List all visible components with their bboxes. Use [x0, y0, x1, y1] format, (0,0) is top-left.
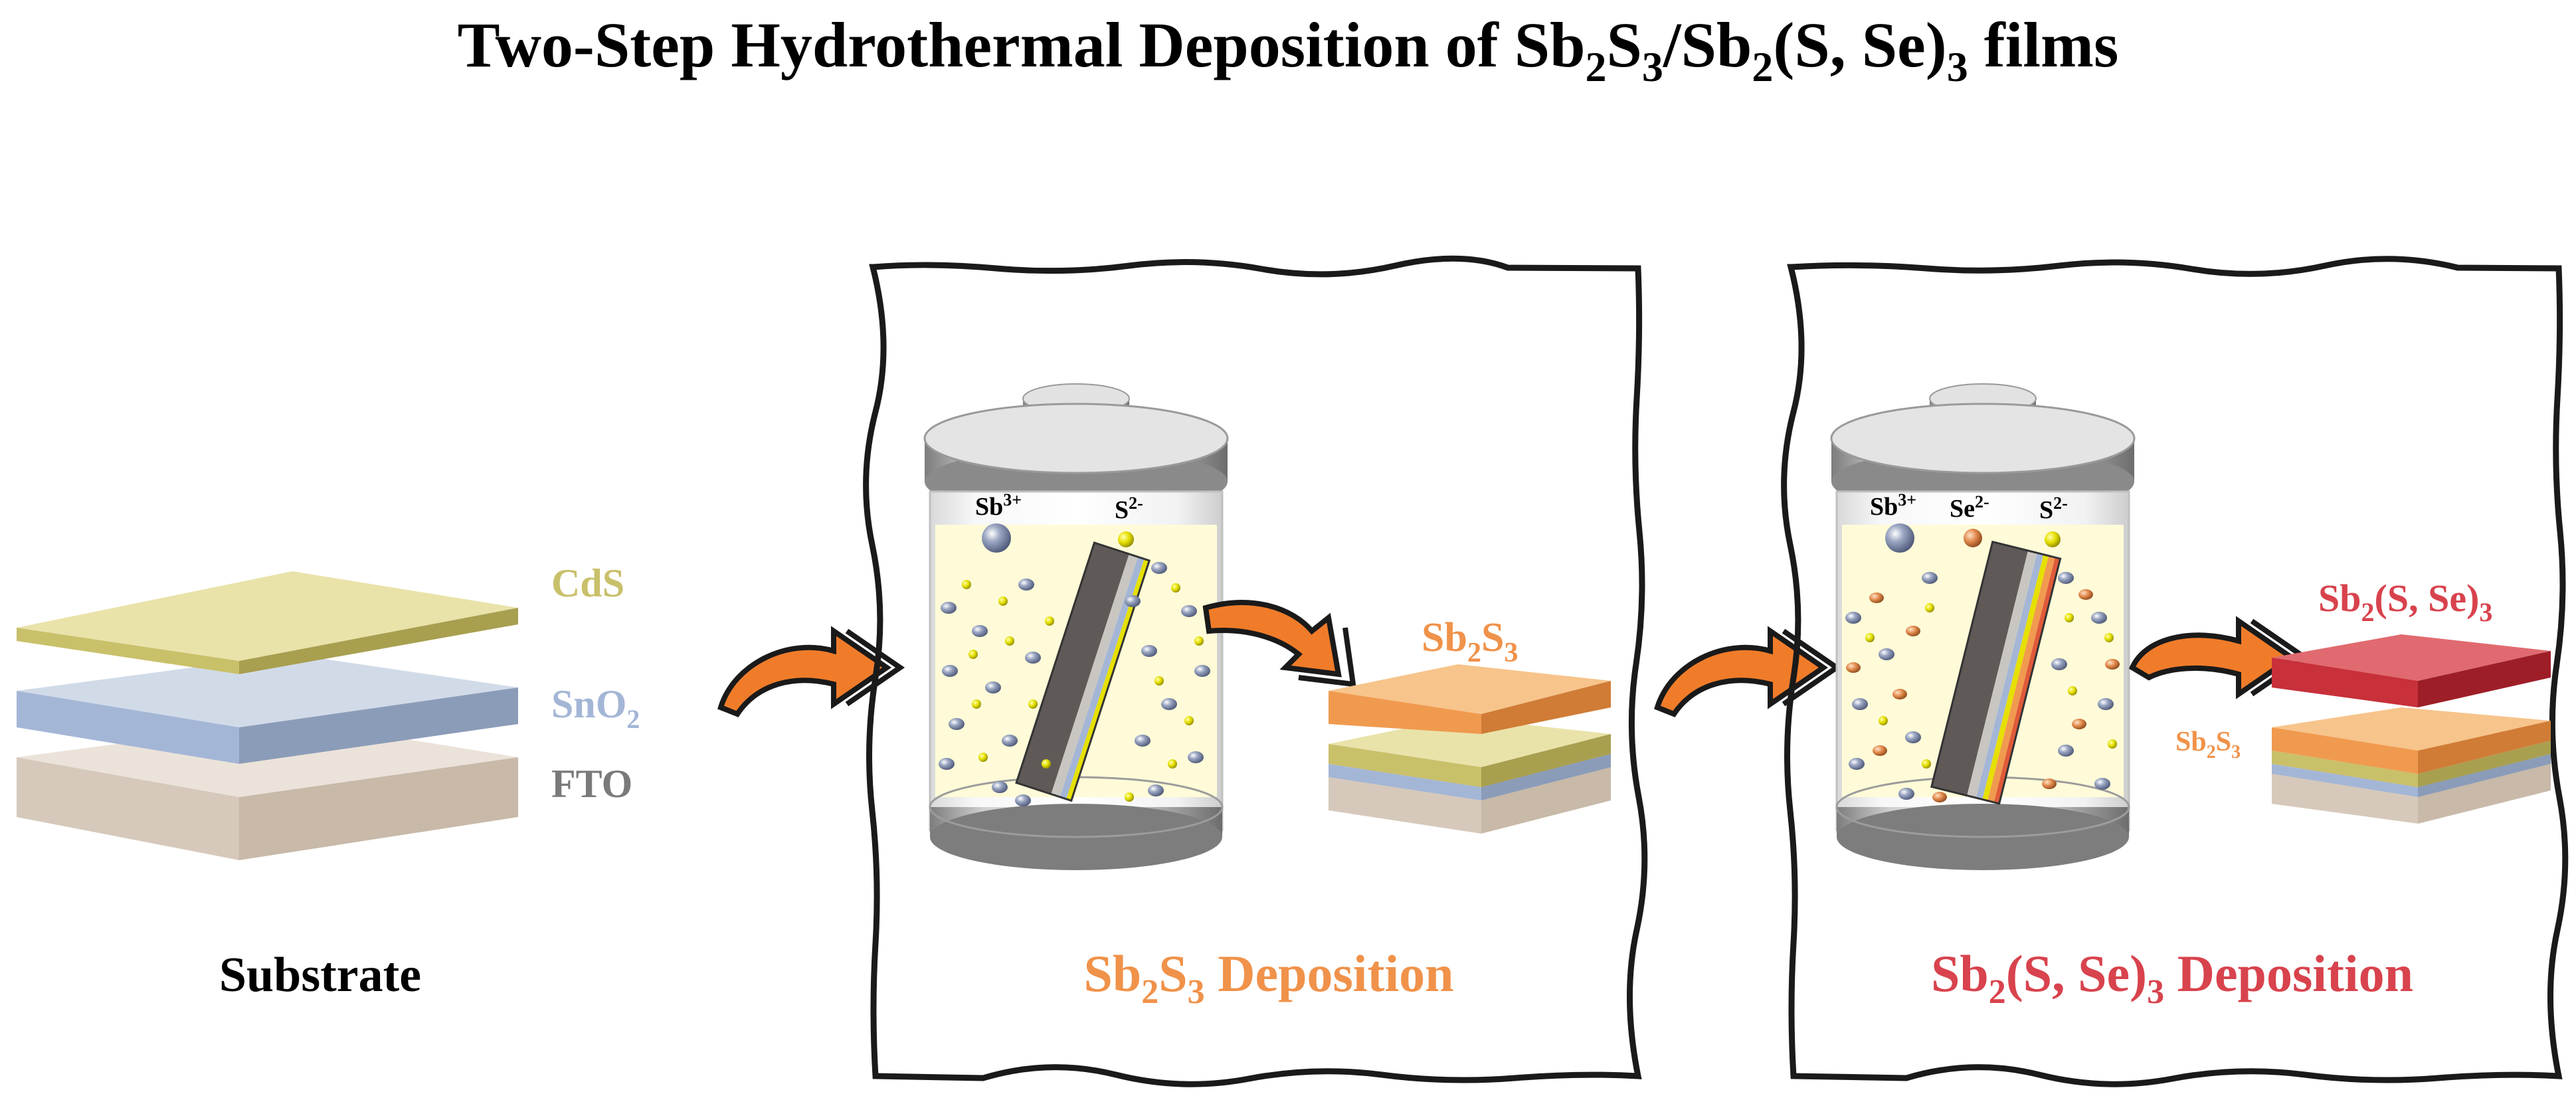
sb2s3-stack-step1 [1329, 664, 1611, 834]
step1-caption: Sb2S3 Deposition [1083, 945, 1453, 1011]
sb2s3-sublayer-label: Sb2S3 [2175, 727, 2241, 763]
substrate-caption: Substrate [219, 948, 421, 1002]
sbsse-layer [2272, 634, 2551, 707]
sb2s3-product-label: Sb2S3 [1422, 615, 1518, 668]
ion-label-sb-step2: Sb3+ [1870, 490, 1916, 521]
arrow-step1-product [1202, 600, 1356, 687]
figure-title: Two-Step Hydrothermal Deposition of Sb2S… [458, 9, 2119, 90]
arrow-to-step1 [717, 626, 905, 717]
autoclave-step2 [1830, 383, 2136, 870]
step2-frame [1781, 256, 2569, 1087]
arrow-step2-product [2128, 616, 2310, 699]
cds-label: CdS [551, 561, 624, 605]
fto-label: FTO [551, 762, 632, 806]
autoclave-step1 [923, 383, 1229, 870]
cds-layer [17, 571, 518, 674]
step1-frame [863, 255, 1648, 1087]
arrow-to-step2 [1654, 626, 1842, 717]
substrate-stack [17, 571, 518, 860]
ion-label-sb: Sb3+ [975, 490, 1022, 521]
ion-label-se-step2: Se2- [1950, 492, 1989, 523]
sno2-layer [17, 654, 518, 764]
sno2-label: SnO2 [551, 682, 640, 734]
step2-caption: Sb2(S, Se)3 Deposition [1931, 945, 2413, 1011]
ion-label-s-step2: S2- [2039, 494, 2068, 524]
ion-label-s: S2- [1115, 494, 1143, 524]
sbsse-product-label: Sb2(S, Se)3 [2318, 577, 2492, 627]
sb2s3-stack-step2 [2272, 707, 2551, 824]
